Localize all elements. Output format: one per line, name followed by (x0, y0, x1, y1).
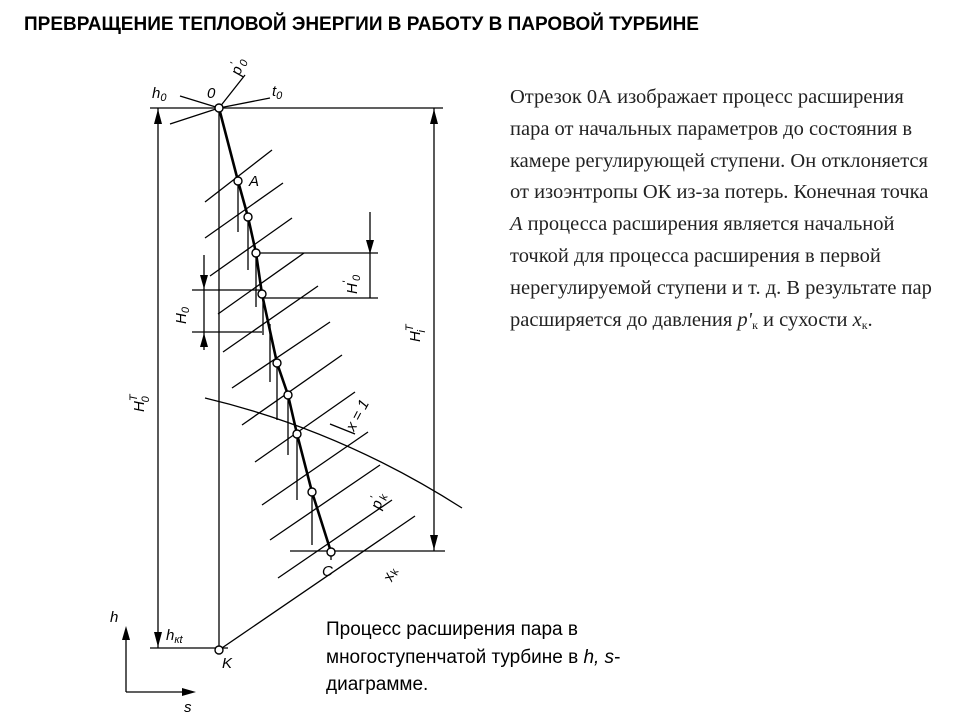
description-text: Отрезок 0А изображает процесс расширения… (510, 86, 932, 332)
point-a-marker (233, 176, 243, 186)
desc-p-symbol: p' (737, 308, 753, 331)
label-hti: HTi (404, 323, 428, 342)
label-h0-small: H0 (173, 306, 192, 324)
label-h0-prime: H'0 (341, 274, 363, 294)
saturation-curve (204, 397, 463, 509)
label-x1: x = 1 (342, 397, 373, 435)
desc-point-a: А (510, 213, 523, 236)
label-h-axis: h (110, 609, 118, 626)
pk-isobar (218, 515, 416, 651)
desc-x-symbol: x (852, 308, 862, 331)
label-point-c: C (322, 563, 333, 580)
page-title: ПРЕВРАЩЕНИЕ ТЕПЛОВОЙ ЭНЕРГИИ В РАБОТУ В … (24, 14, 699, 35)
figure-caption: Процесс расширения пара в многоступенчат… (326, 619, 621, 695)
expansion-process-curve (217, 107, 333, 553)
label-point-k: K (222, 655, 233, 672)
label-p0: p'0 (225, 55, 251, 79)
label-t0: t0 (272, 83, 283, 102)
label-h0: h0 (152, 85, 167, 104)
label-xk: xk (379, 565, 402, 585)
label-pk: p'k (365, 490, 390, 513)
label-point-0: 0 (207, 85, 216, 102)
point-k-marker (214, 645, 224, 655)
point-0-marker (214, 103, 224, 113)
label-s-axis: s (184, 699, 192, 716)
label-ht0: HT0 (128, 393, 152, 412)
point-c-marker (326, 547, 336, 557)
label-point-a: A (248, 173, 259, 190)
label-hkt: hкt (166, 627, 184, 646)
